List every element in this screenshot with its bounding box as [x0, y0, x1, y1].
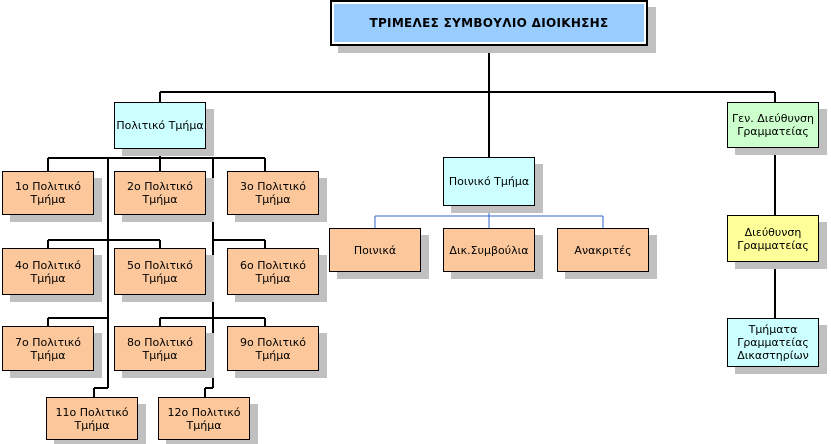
civil-section-label: 4ο Πολιτικό Τμήμα	[14, 258, 82, 285]
civil-section-4: 4ο Πολιτικό Τμήμα	[2, 248, 94, 295]
general-secretariat-box: Γεν. Διεύθυνση Γραμματείας	[727, 102, 819, 148]
civil-section-label: 2ο Πολιτικό Τμήμα	[126, 180, 194, 206]
criminal-unit-councils: Δικ.Συμβούλια	[443, 228, 535, 272]
board-box: ΤΡΙΜΕΛΕΣ ΣΥΜΒΟΥΛΙΟ ΔΙΟΙΚΗΣΗΣ	[330, 0, 648, 46]
civil-section-label: 7ο Πολιτικό Τμήμα	[14, 335, 82, 362]
civil-division-title: Πολιτικό Τμήμα	[116, 119, 204, 132]
criminal-division-title: Ποινικό Τμήμα	[448, 175, 530, 188]
secretariat-departments-box: Τμήματα Γραμματείας Δικαστηρίων	[727, 318, 819, 367]
civil-section-3: 3ο Πολιτικό Τμήμα	[227, 171, 319, 215]
civil-section-label: 9ο Πολιτικό Τμήμα	[239, 335, 307, 362]
board-title: ΤΡΙΜΕΛΕΣ ΣΥΜΒΟΥΛΙΟ ΔΙΟΙΚΗΣΗΣ	[369, 15, 609, 30]
civil-section-5: 5ο Πολιτικό Τμήμα	[114, 248, 206, 295]
civil-section-2: 2ο Πολιτικό Τμήμα	[114, 171, 206, 215]
civil-section-label: 12ο Πολιτικό Τμήμα	[167, 405, 241, 432]
civil-section-12: 12ο Πολιτικό Τμήμα	[158, 397, 250, 440]
civil-section-label: 11ο Πολιτικό Τμήμα	[55, 405, 129, 432]
civil-section-8: 8ο Πολιτικό Τμήμα	[114, 326, 206, 371]
civil-section-label: 6ο Πολιτικό Τμήμα	[239, 258, 307, 285]
civil-section-label: 3ο Πολιτικό Τμήμα	[239, 180, 307, 206]
criminal-unit-label: Ποινικά	[353, 243, 397, 257]
civil-section-1: 1ο Πολιτικό Τμήμα	[2, 171, 94, 215]
civil-section-6: 6ο Πολιτικό Τμήμα	[227, 248, 319, 295]
criminal-unit-label: Δικ.Συμβούλια	[449, 243, 529, 257]
general-secretariat-label: Γεν. Διεύθυνση Γραμματείας	[732, 112, 814, 138]
criminal-unit-label: Ανακριτές	[574, 243, 632, 257]
secretariat-departments-label: Τμήματα Γραμματείας Δικαστηρίων	[737, 323, 809, 362]
criminal-unit-cases: Ποινικά	[329, 228, 421, 272]
civil-section-label: 8ο Πολιτικό Τμήμα	[126, 335, 194, 362]
secretariat-directorate-label: Διεύθυνση Γραμματείας	[737, 225, 809, 252]
civil-section-11: 11ο Πολιτικό Τμήμα	[46, 397, 138, 440]
criminal-division-box: Ποινικό Τμήμα	[443, 157, 535, 206]
criminal-unit-investigators: Ανακριτές	[557, 228, 649, 272]
civil-section-label: 1ο Πολιτικό Τμήμα	[14, 180, 82, 206]
civil-section-label: 5ο Πολιτικό Τμήμα	[126, 258, 194, 285]
civil-section-7: 7ο Πολιτικό Τμήμα	[2, 326, 94, 371]
civil-division-box: Πολιτικό Τμήμα	[114, 102, 206, 149]
civil-section-9: 9ο Πολιτικό Τμήμα	[227, 326, 319, 371]
secretariat-directorate-box: Διεύθυνση Γραμματείας	[727, 215, 819, 262]
